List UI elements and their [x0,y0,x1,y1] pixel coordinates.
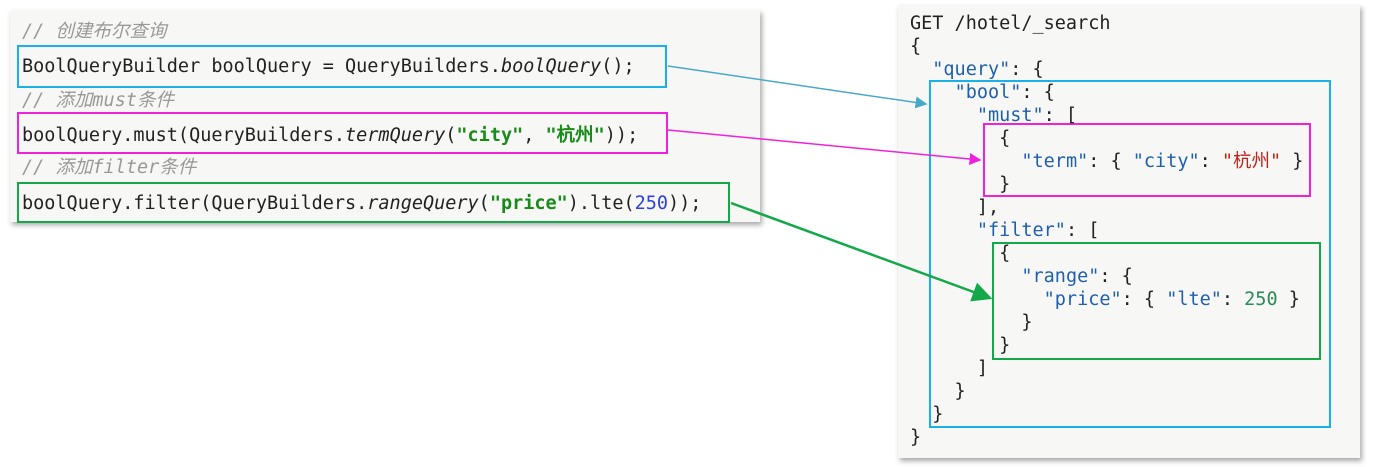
code-token: boolQuery.filter(QueryBuilders. [22,193,368,214]
must-java-box [17,112,668,154]
code-token: )); [604,125,639,146]
code-token: "range" [1021,266,1100,287]
code-token: } [910,174,1011,195]
code-token: , [523,125,546,146]
code-token: } [910,335,1011,356]
code-token: rangeQuery [367,193,479,214]
dsl-line: "must": [ [910,104,1077,127]
code-token: ], [910,197,1000,218]
code-token [910,105,977,126]
code-token: { [910,128,1011,149]
code-token: "price" [1043,289,1122,310]
java-line: BoolQueryBuilder boolQuery = QueryBuilde… [22,55,635,78]
code-token: : [1199,151,1222,172]
code-token: } [910,312,1033,333]
code-token: // 添加filter条件 [22,157,197,178]
code-token: "must" [976,105,1044,126]
code-token: : [1221,289,1245,310]
code-token: : { [1088,151,1133,172]
code-token: (); [601,56,635,77]
code-token: { [910,243,1011,264]
code-token: "bool" [954,82,1022,103]
code-token: // 添加must条件 [22,90,174,111]
code-token: termQuery [345,125,446,146]
code-token: // 创建布尔查询 [22,21,167,42]
code-token: "price" [489,193,568,214]
code-token: "杭州" [545,125,605,146]
code-token: "lte" [1166,289,1222,310]
dsl-line: { [910,35,921,58]
code-token: } [910,404,944,425]
code-token: "杭州" [1221,151,1282,172]
code-token: "query" [932,59,1011,80]
code-token [910,266,1021,287]
dsl-line: "term": { "city": "杭州" } [910,150,1303,173]
code-token: ] [910,358,988,379]
code-token [910,289,1044,310]
code-token [910,59,932,80]
code-token: } [910,381,966,402]
code-token: : { [1010,59,1044,80]
dsl-line: } [910,311,1033,334]
filter-dsl-box [992,242,1321,360]
dsl-line: GET /hotel/_search [910,12,1110,35]
java-line: // 创建布尔查询 [22,20,166,43]
dsl-line: } [910,334,1010,357]
code-token: } [1281,151,1304,172]
filter-arrow [730,201,993,302]
code-token: "filter" [976,220,1066,241]
bool-dsl-box [929,80,1331,428]
code-token: 250 [1244,289,1278,310]
must-arrow [667,129,982,165]
code-token [910,82,955,103]
code-token: : { [1099,266,1133,287]
code-token [910,151,1021,172]
java-line: boolQuery.filter(QueryBuilders.rangeQuer… [22,192,701,215]
dsl-line: ], [910,196,999,219]
code-token [910,220,977,241]
dsl-line: { [910,127,1010,150]
code-token: } [910,427,922,448]
dsl-line: } [910,403,943,426]
dsl-line: "bool": { [910,81,1055,104]
code-token: : [ [1043,105,1078,126]
filter-java-box [17,182,730,223]
code-token: ( [445,125,457,146]
bool-arrow [667,65,928,109]
code-token: GET /hotel/_search [910,13,1111,34]
dsl-line: { [910,242,1010,265]
code-token: ).lte( [567,193,635,214]
code-token: : [ [1065,220,1100,241]
dsl-line: "range": { [910,265,1133,288]
dsl-line: } [910,426,921,449]
java-line: // 添加filter条件 [22,156,196,179]
code-token: "city" [456,125,524,146]
java-line: // 添加must条件 [22,89,174,112]
java-line: boolQuery.must(QueryBuilders.termQuery("… [22,124,638,147]
code-token: "term" [1021,151,1089,172]
code-token: BoolQueryBuilder boolQuery = QueryBuilde… [22,56,501,77]
code-token: boolQuery [500,56,602,77]
bool-query-java-box [17,45,667,88]
dsl-line: } [910,380,966,403]
dsl-line: } [910,173,1010,196]
code-token: } [1277,289,1300,310]
dsl-line: "price": { "lte": 250 } [910,288,1300,311]
code-token: )); [668,193,702,214]
code-token: 250 [634,193,669,214]
dsl-line: "query": { [910,58,1044,81]
dsl-line: ] [910,357,988,380]
code-token: { [910,36,922,57]
code-token: : { [1021,82,1055,103]
code-token: : { [1121,289,1167,310]
must-dsl-box [983,123,1311,197]
dsl-line: "filter": [ [910,219,1100,242]
code-token: ( [478,193,490,214]
code-token: "city" [1132,151,1200,172]
code-token: boolQuery.must(QueryBuilders. [22,125,346,146]
